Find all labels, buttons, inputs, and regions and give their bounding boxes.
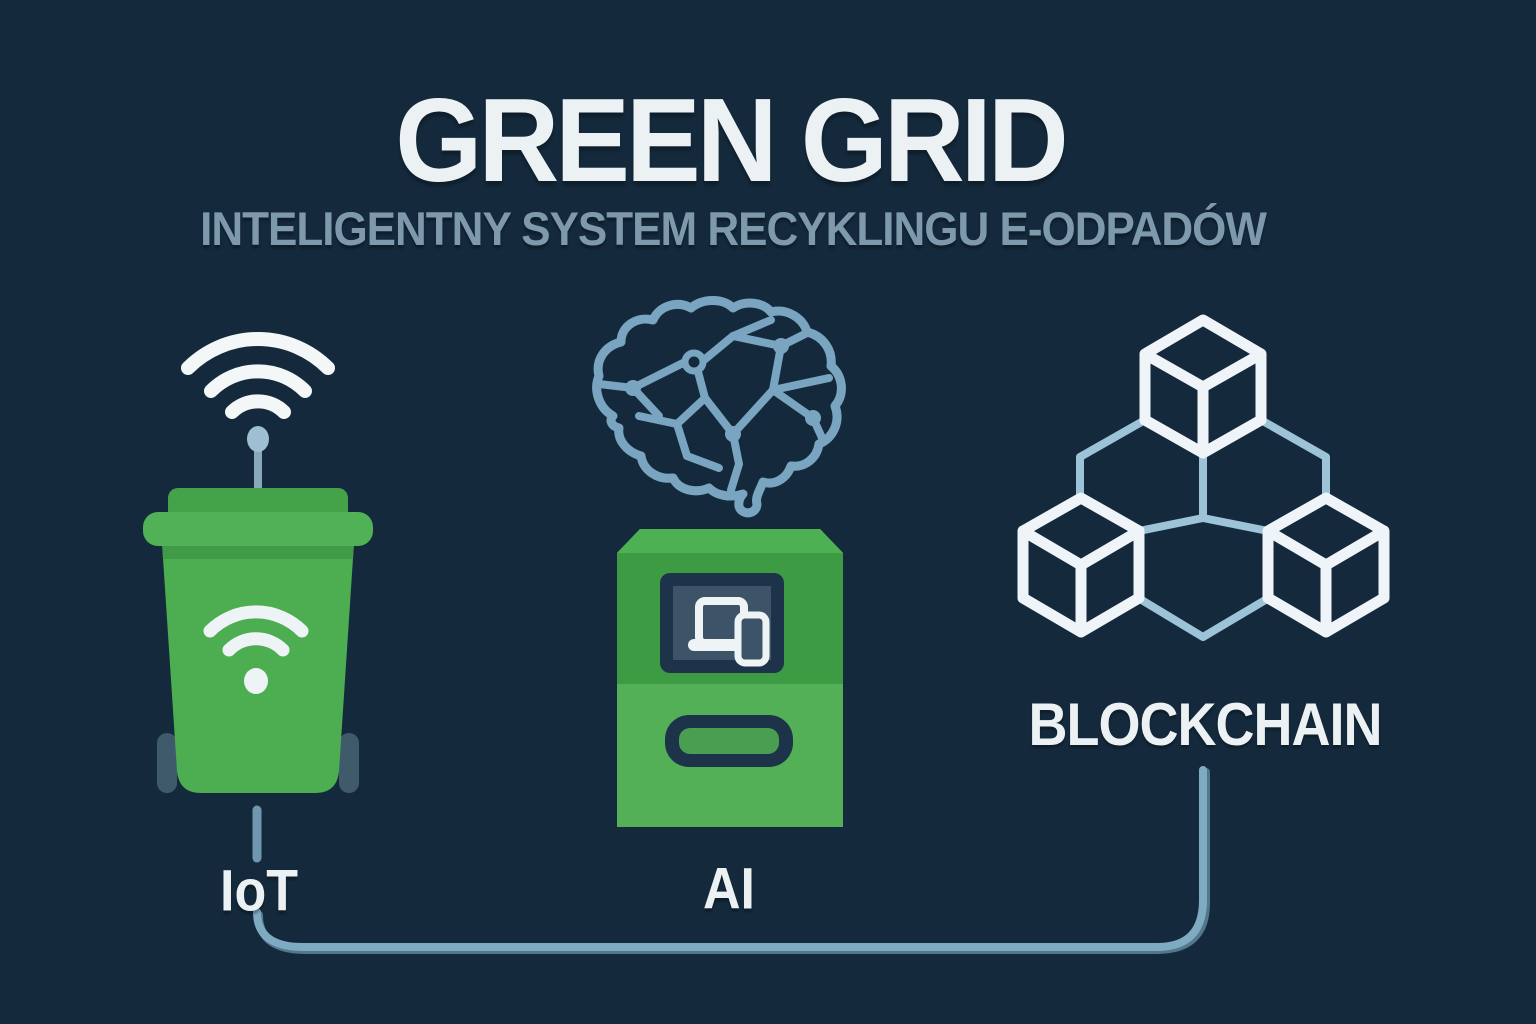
bin-wheel-right xyxy=(339,733,359,793)
bin-wheel-left xyxy=(157,733,177,793)
page-title: GREEN GRID xyxy=(395,74,1068,207)
wifi-dot xyxy=(244,668,268,694)
blockchain-label: BLOCKCHAIN xyxy=(1028,691,1383,759)
page-subtitle: INTELIGENTNY SYSTEM RECYKLINGU E-ODPADÓW xyxy=(200,203,1267,256)
antenna-ball xyxy=(247,426,269,452)
wifi-arcs xyxy=(181,332,335,419)
recycling-kiosk-icon xyxy=(617,529,843,827)
smart-bin-icon xyxy=(143,488,373,793)
devices-screen-icon xyxy=(688,597,770,667)
cube-bottom-right xyxy=(1262,492,1390,638)
bin-lid-rim xyxy=(143,512,373,546)
neural-brain-icon xyxy=(592,296,846,518)
bin-shadow-band xyxy=(162,543,354,559)
kiosk-slot xyxy=(679,728,779,754)
blockchain-cubes-icon xyxy=(1017,314,1390,641)
brain-ring-node xyxy=(681,349,707,375)
brain-nodes xyxy=(625,338,821,442)
wifi-antenna-icon xyxy=(181,332,335,492)
wifi-signal-icon xyxy=(203,605,309,657)
iot-label: IoT xyxy=(220,859,298,925)
cube-top xyxy=(1139,314,1267,459)
cube-connector-lines xyxy=(1076,416,1330,641)
laptop-base xyxy=(688,639,745,651)
ai-label: AI xyxy=(703,857,755,923)
antenna-stem xyxy=(254,448,262,492)
kiosk-top-bevel xyxy=(617,529,843,553)
brain-outline xyxy=(592,296,846,518)
connector-path xyxy=(253,766,1207,951)
phone-icon xyxy=(734,611,770,667)
cube-bottom-left xyxy=(1017,492,1145,638)
bin-body xyxy=(162,543,354,793)
